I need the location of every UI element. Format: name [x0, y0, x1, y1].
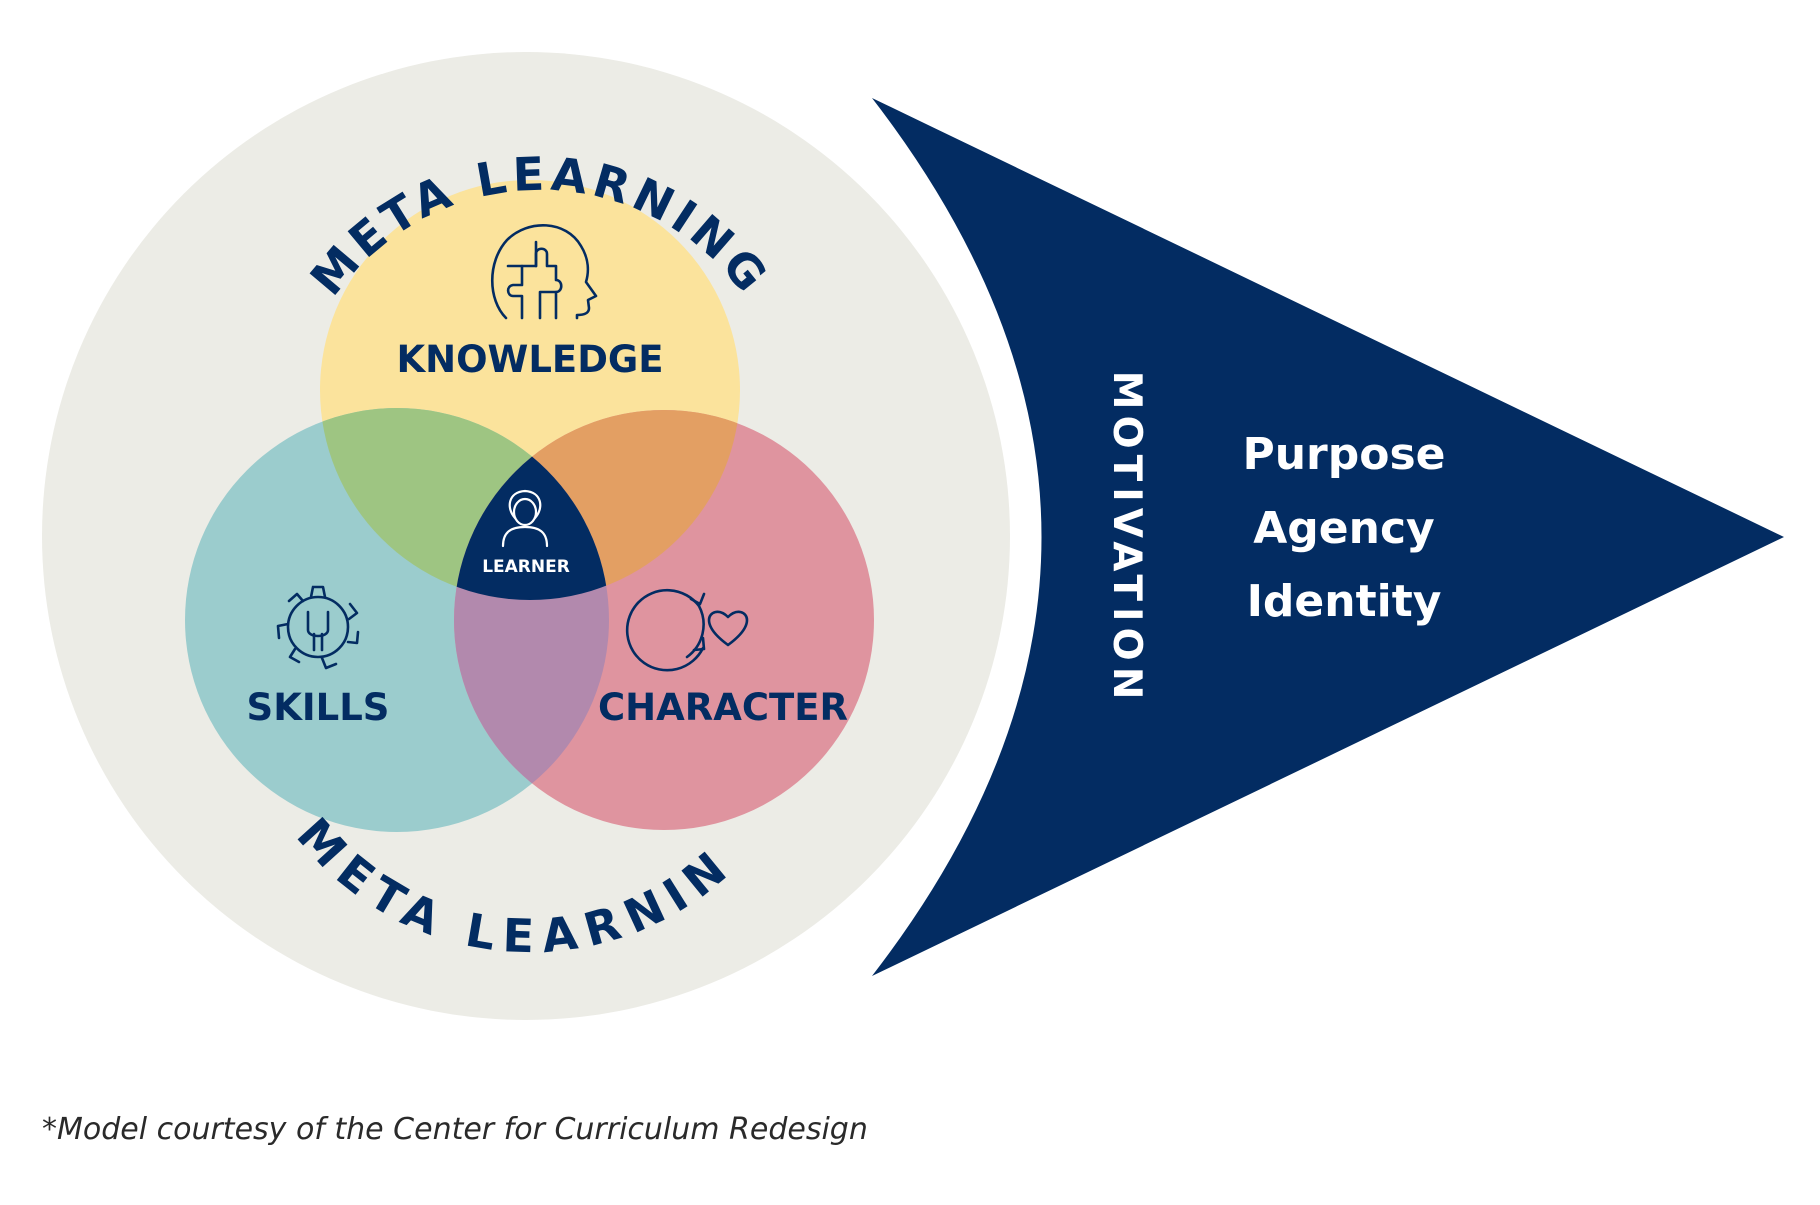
- motivation-label: MOTIVATION: [1104, 371, 1149, 706]
- factor-agency: Agency: [1253, 503, 1434, 554]
- motivation-arrow: [872, 98, 1784, 976]
- factor-identity: Identity: [1247, 576, 1442, 627]
- knowledge-label: KNOWLEDGE: [396, 338, 663, 381]
- head-puzzle-icon: [490, 224, 598, 320]
- character-label: CHARACTER: [598, 686, 848, 729]
- gear-wrench-icon: [276, 585, 360, 670]
- footnote: *Model courtesy of the Center for Curric…: [42, 1112, 868, 1147]
- learner-label: LEARNER: [482, 557, 570, 577]
- heart-cycle-icon: [625, 588, 749, 672]
- learner-center-region: [454, 410, 609, 600]
- person-icon: [501, 489, 549, 548]
- skills-label: SKILLS: [247, 686, 390, 729]
- factor-purpose: Purpose: [1242, 429, 1445, 480]
